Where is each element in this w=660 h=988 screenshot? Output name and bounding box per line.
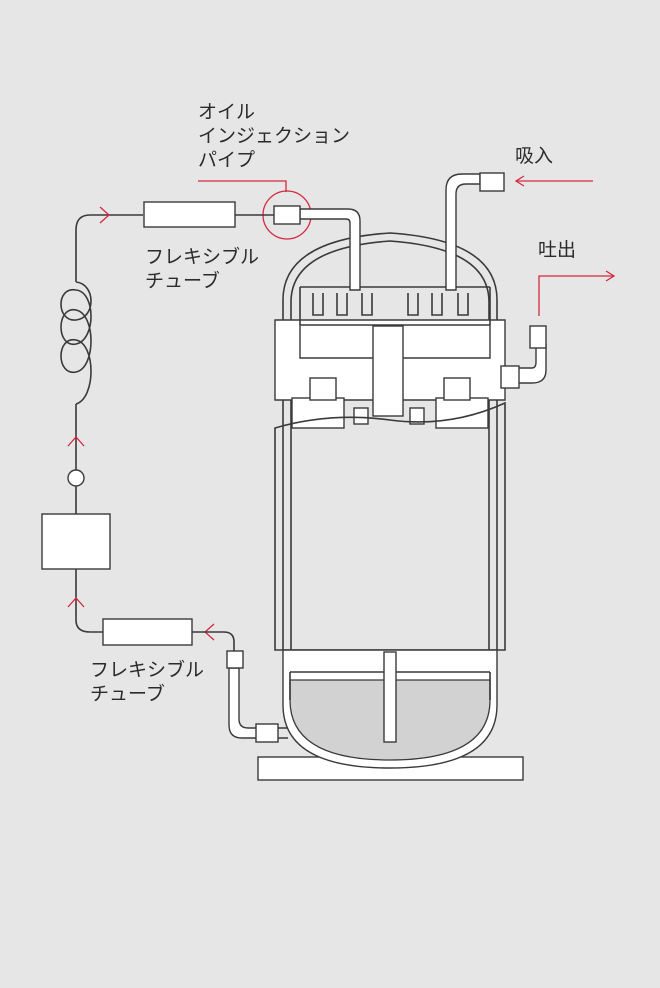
crankshaft-lower bbox=[383, 651, 397, 743]
circuit-line-top bbox=[75, 214, 143, 282]
capillary-coil bbox=[60, 281, 92, 405]
motor-cap-right bbox=[443, 377, 471, 401]
oil-injection-pipe-label: オイル インジェクション パイプ bbox=[198, 101, 350, 171]
circuit-line-bottom bbox=[75, 569, 103, 633]
flexible-tube-upper-label: フレキシブル チューブ bbox=[145, 245, 259, 292]
flow-arrow-icon bbox=[99, 206, 110, 224]
compressor-cutaway-cover bbox=[274, 401, 506, 651]
motor-terminal-left bbox=[353, 407, 369, 425]
oil-injection-label-line1: オイル bbox=[198, 101, 255, 123]
oil-injection-label-line3: パイプ bbox=[198, 149, 255, 171]
flexible-tube-upper bbox=[143, 201, 236, 228]
discharge-elbow-fitting bbox=[500, 365, 520, 389]
discharge-arrow bbox=[538, 270, 616, 316]
compressor-shell-outer bbox=[282, 232, 498, 650]
check-valve-icon bbox=[67, 469, 85, 487]
component-box bbox=[41, 513, 111, 570]
oil-injection-fitting bbox=[273, 205, 301, 225]
crankshaft-upper bbox=[372, 325, 404, 417]
oil-injection-leader-line bbox=[198, 180, 287, 192]
suction-arrow bbox=[514, 175, 593, 187]
oil-injection-pipe bbox=[299, 208, 361, 291]
flexible-tube-lower-line2: チューブ bbox=[90, 682, 165, 705]
suction-fitting bbox=[479, 172, 505, 192]
discharge-fitting bbox=[529, 325, 547, 349]
compressor-shell-inner bbox=[290, 240, 490, 650]
discharge-pipe bbox=[516, 344, 547, 384]
discharge-label: 吐出 bbox=[538, 239, 576, 261]
scroll-wrap-right bbox=[407, 293, 469, 316]
lower-connection-pipe bbox=[228, 667, 259, 739]
suction-pipe bbox=[445, 173, 481, 291]
scroll-frame-top bbox=[299, 286, 491, 325]
flexible-tube-upper-line2: チューブ bbox=[145, 269, 220, 292]
flexible-tube-upper-line1: フレキシブル bbox=[145, 245, 259, 268]
suction-label: 吸入 bbox=[515, 145, 553, 167]
flexible-tube-lower-label: フレキシブル チューブ bbox=[90, 658, 204, 705]
oil-injection-label-line2: インジェクション bbox=[198, 125, 350, 147]
motor-terminal-right bbox=[409, 407, 425, 425]
scroll-wrap-left bbox=[312, 293, 373, 316]
lower-inlet-fitting bbox=[255, 723, 279, 743]
motor-block-left bbox=[291, 397, 345, 429]
motor-cap-left bbox=[309, 377, 337, 401]
lower-inlet-stub bbox=[278, 727, 288, 739]
return-line bbox=[192, 631, 235, 652]
flow-arrow-icon bbox=[67, 436, 85, 447]
flexible-tube-lower-line1: フレキシブル bbox=[90, 658, 204, 681]
flexible-tube-lower bbox=[102, 618, 193, 646]
flow-arrow-icon bbox=[67, 597, 85, 608]
lower-connection-fitting bbox=[226, 650, 244, 669]
